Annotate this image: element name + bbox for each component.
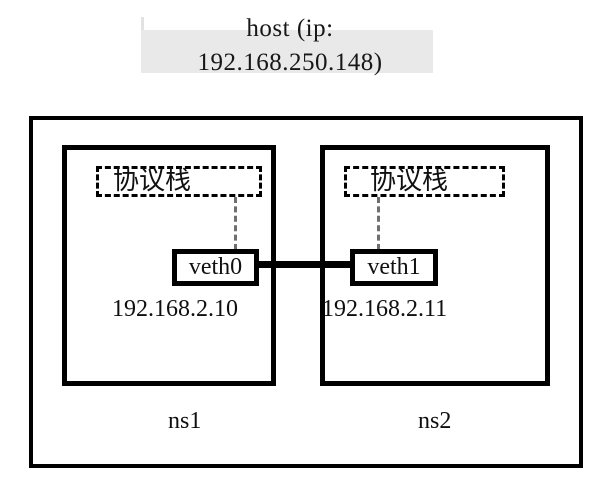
veth-pair-link <box>254 261 354 268</box>
namespace-label-ns2: ns2 <box>418 408 452 434</box>
host-title: host (ip: 192.168.250.148) <box>197 15 383 76</box>
namespace-label-ns1: ns1 <box>168 408 202 434</box>
veth-interface-veth0: veth0 <box>172 249 259 286</box>
veth-interface-label-veth1: veth1 <box>367 254 421 280</box>
stack-to-veth-connector-ns1 <box>234 197 237 250</box>
protocol-stack-box-ns1 <box>96 166 262 197</box>
protocol-stack-label-ns2: 协议栈 <box>370 166 449 195</box>
ip-address-label-veth0: 192.168.2.10 <box>112 296 238 322</box>
protocol-stack-box-ns2 <box>344 166 505 197</box>
veth-interface-label-veth0: veth0 <box>188 254 243 280</box>
veth-interface-veth1: veth1 <box>350 249 438 286</box>
ip-address-label-veth1: 192.168.2.11 <box>322 296 448 322</box>
host-title-highlight <box>141 30 433 73</box>
stack-to-veth-connector-ns2 <box>377 197 380 250</box>
protocol-stack-label-ns1: 协议栈 <box>113 166 192 195</box>
